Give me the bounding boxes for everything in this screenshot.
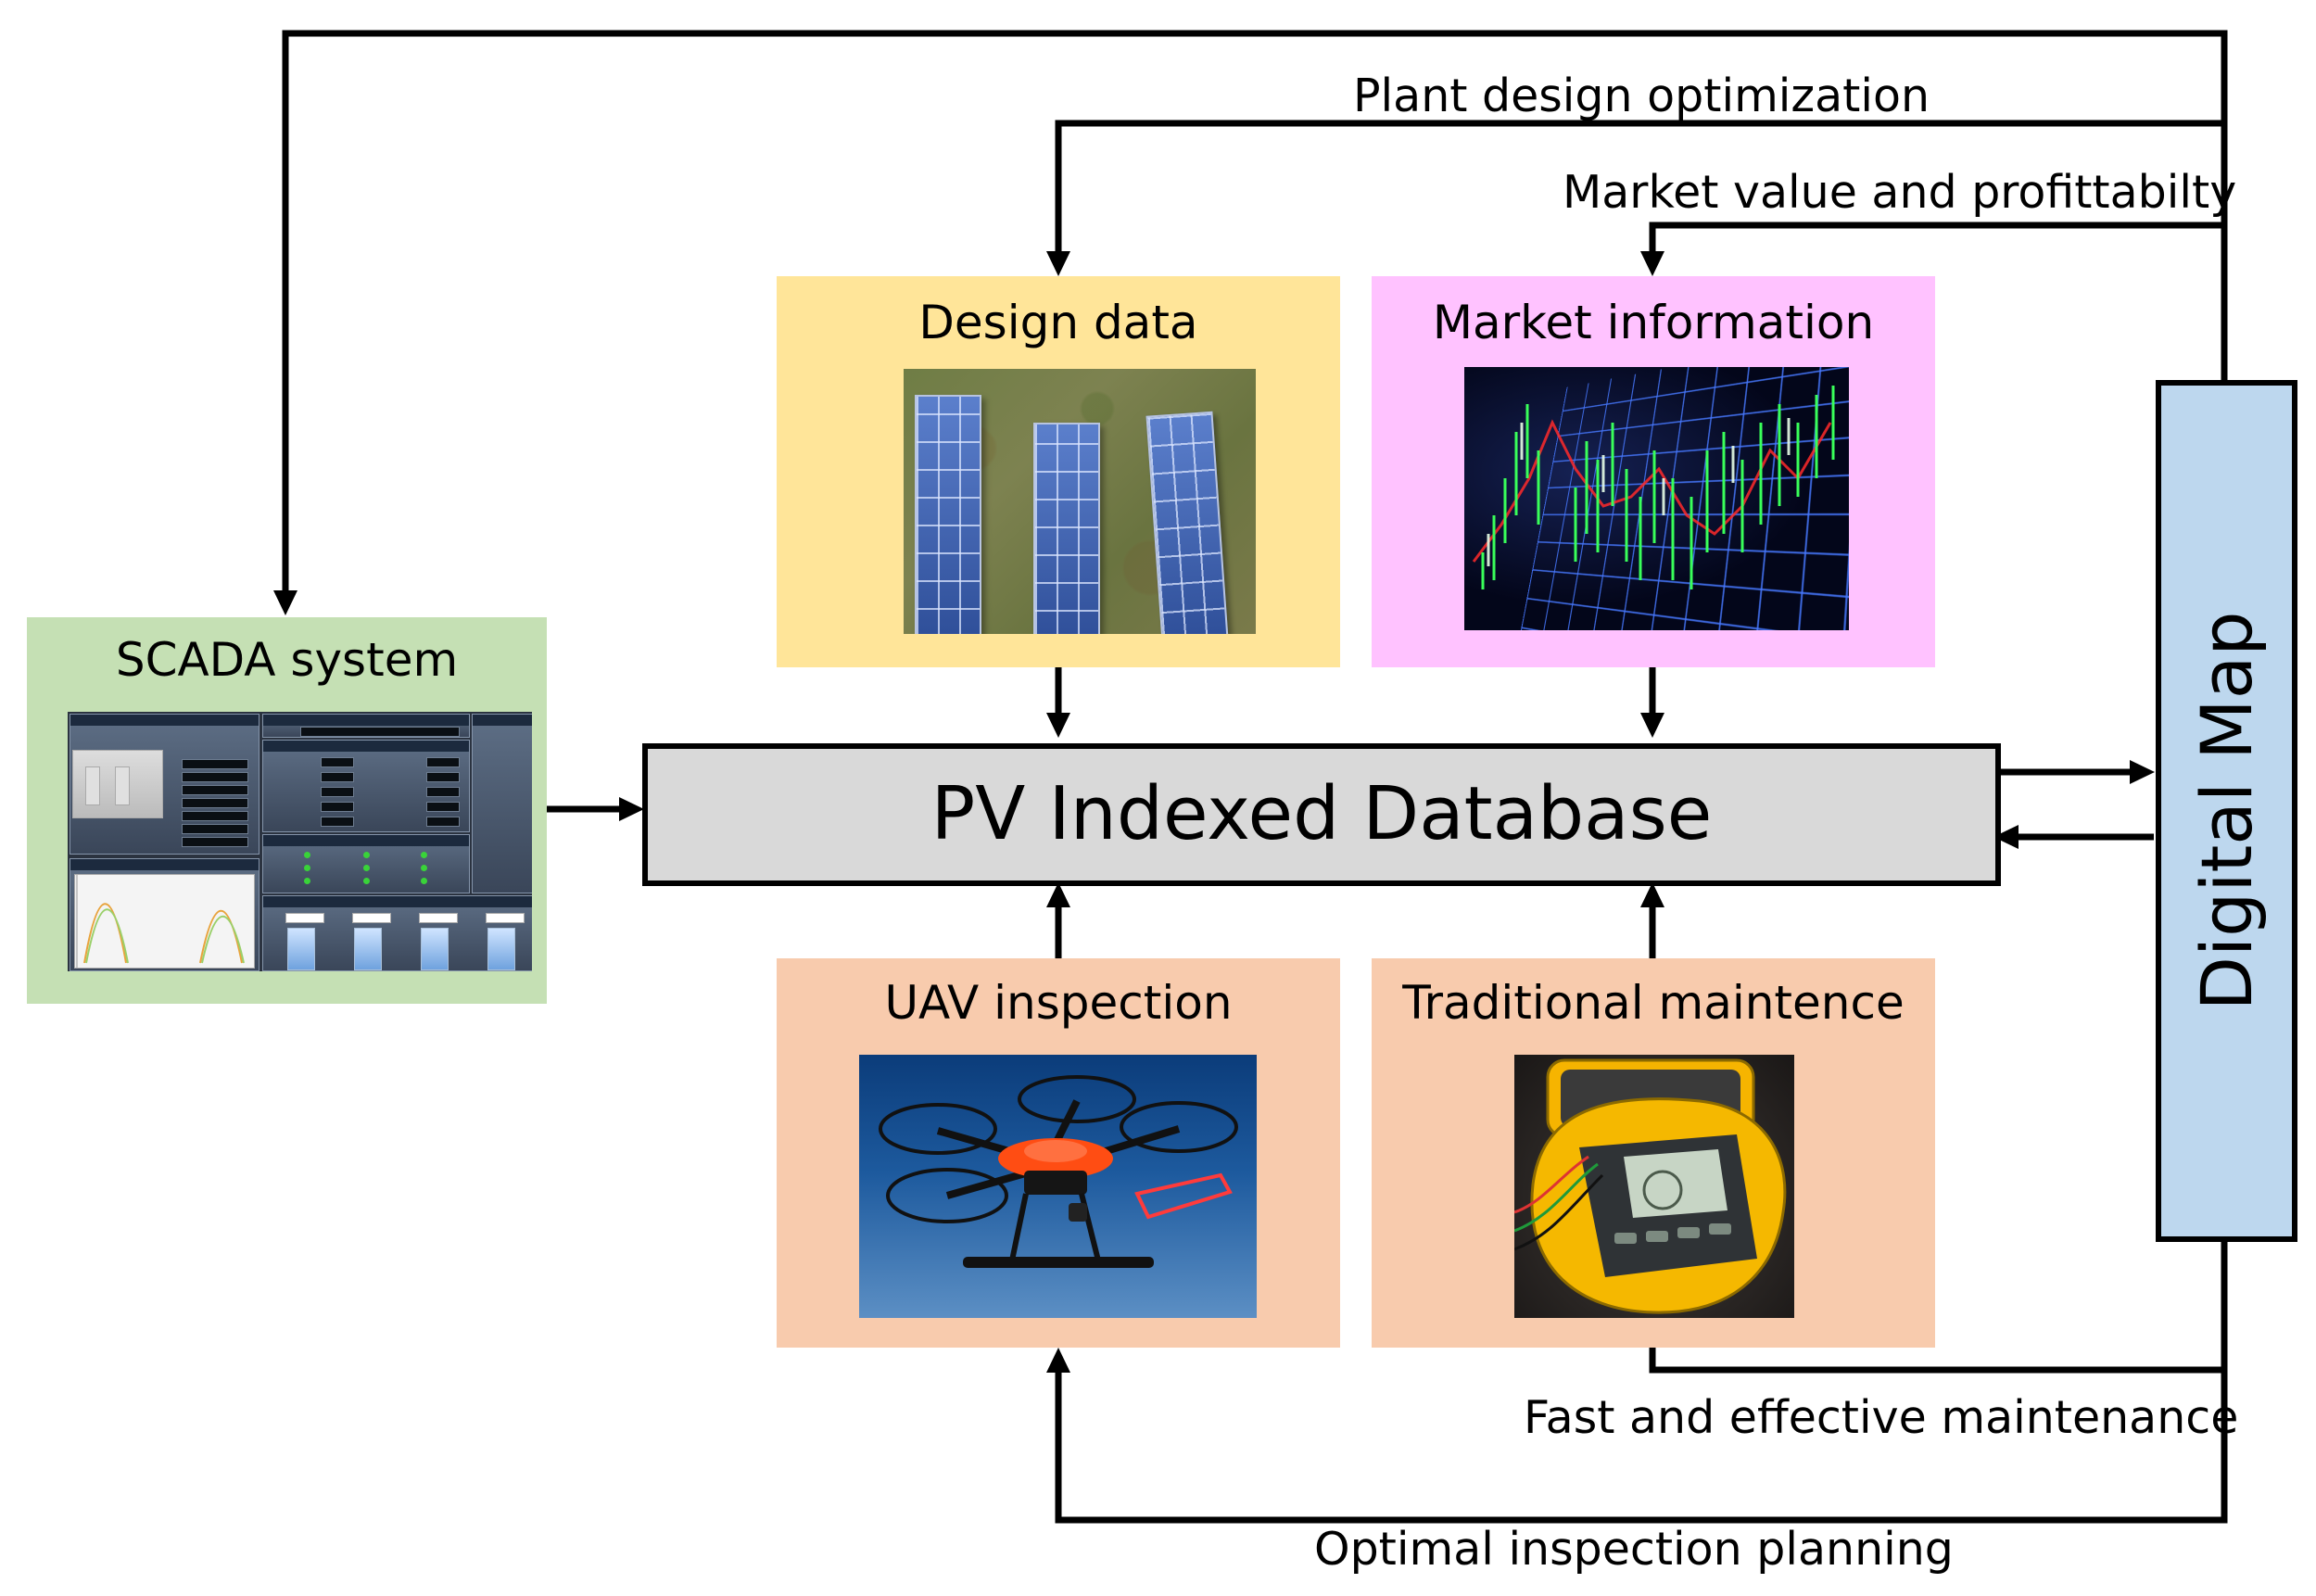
arrow-plant-design <box>1055 120 2224 252</box>
digital-map-label: Digital Map <box>2184 611 2268 1011</box>
arrow-map-to-scada <box>282 30 2228 591</box>
pv-indexed-database-label: PV Indexed Database <box>930 771 1713 856</box>
market-information-box: Market information <box>1372 276 1935 667</box>
drone-photo <box>859 1055 1257 1318</box>
arrowhead-market <box>1640 251 1664 276</box>
arrowhead-db-top-left <box>1046 713 1070 738</box>
digital-map-box: Digital Map <box>2156 380 2297 1242</box>
arrowhead-scada <box>273 590 297 615</box>
market-information-title: Market information <box>1432 296 1875 349</box>
label-market-value: Market value and profittabilty <box>1563 166 2237 219</box>
pv-indexed-database-box: PV Indexed Database <box>642 743 2001 886</box>
traditional-maintenance-title: Traditional maintence <box>1402 976 1905 1030</box>
uav-inspection-title: UAV inspection <box>884 976 1233 1030</box>
arrow-fast-maintenance <box>1649 1242 2228 1374</box>
label-plant-design-optimization: Plant design optimization <box>1353 70 1930 122</box>
arrowhead-db-bottom-right <box>1640 882 1664 907</box>
scada-system-title: SCADA system <box>115 633 459 687</box>
traditional-maintenance-box: Traditional maintence <box>1372 958 1935 1348</box>
arrowhead-map <box>2130 760 2155 784</box>
arrowhead-db-bottom-left <box>1046 882 1070 907</box>
label-fast-maintenance: Fast and effective maintenance <box>1524 1391 2239 1444</box>
arrow-market-value <box>1649 222 2224 252</box>
uav-inspection-box: UAV inspection <box>777 958 1340 1348</box>
arrowhead-db-top-right <box>1640 713 1664 738</box>
arrowhead-uav <box>1046 1348 1070 1373</box>
arrowhead-db-left <box>619 797 644 821</box>
solar-array-photo <box>904 369 1256 634</box>
multimeter-photo <box>1514 1055 1794 1318</box>
design-data-box: Design data <box>777 276 1340 667</box>
label-inspection-planning: Optimal inspection planning <box>1314 1523 1954 1576</box>
scada-screenshot <box>68 712 532 971</box>
design-data-title: Design data <box>918 296 1198 349</box>
scada-system-box: SCADA system <box>27 617 547 1004</box>
arrow-inspection-planning <box>1055 1370 2228 1524</box>
arrowhead-db-right <box>1993 825 2019 849</box>
arrowhead-design <box>1046 251 1070 276</box>
stock-chart-photo <box>1464 367 1849 630</box>
